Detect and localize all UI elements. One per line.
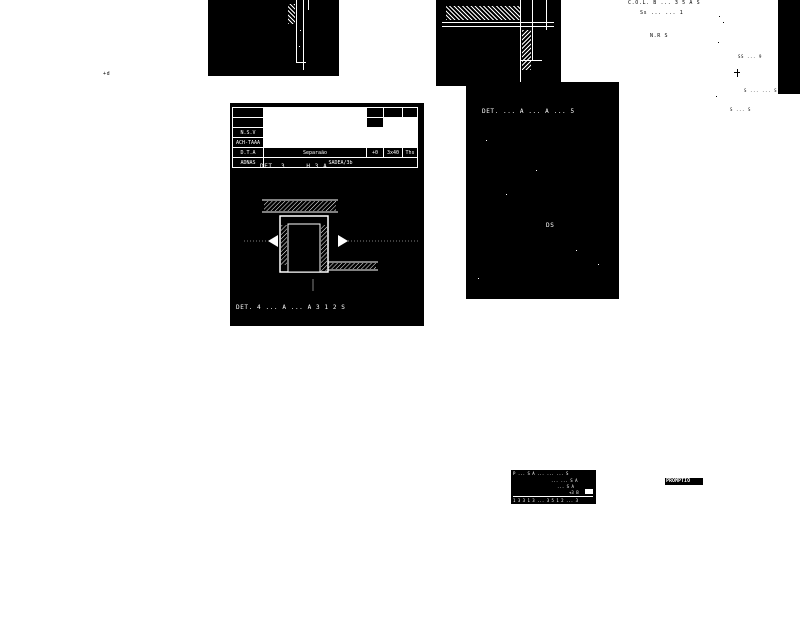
legend-line: ... ... S A: [551, 478, 578, 483]
detail-drawing-top-left: [208, 0, 339, 76]
note-line: C.O.L. B ... 3 5 A S: [628, 0, 701, 6]
detail-caption-top: DET. 3 ... H 3 A: [260, 163, 328, 170]
table-row: ADNAS SADEA/3b: [232, 157, 418, 168]
right-caption-top: DET. ... A ... A ... 5: [482, 108, 575, 115]
stamp: PROMPTIO: [665, 478, 703, 485]
detail-caption-bottom: DET. 4 ... A ... A 3 1 2 S: [236, 304, 346, 311]
hatched-slab: [264, 201, 336, 211]
arrow-left: [268, 235, 278, 247]
wall-line: [546, 0, 547, 30]
ledge: [328, 263, 376, 269]
wall-line: [532, 0, 533, 60]
legend-rule: [513, 496, 593, 497]
stamp-text: PROMPTIO: [666, 478, 691, 484]
edge-bar: [778, 0, 800, 94]
wall-line: [296, 62, 306, 63]
wall-line: [442, 22, 554, 23]
note-line: SS ... 9: [738, 54, 763, 59]
section-hatch: [446, 6, 521, 20]
wall-line: [442, 26, 554, 27]
legend-swatch: [585, 489, 593, 494]
section-detail-drawing: [244, 199, 420, 291]
cross-mark: [737, 69, 738, 77]
wall-line: [520, 0, 521, 86]
hatched-wall: [321, 225, 327, 271]
wall-line: [296, 0, 297, 62]
hatched-wall: [281, 225, 287, 265]
beam-inner: [287, 223, 321, 273]
legend-line: ... S A: [557, 484, 574, 489]
note-line: S ... ... S: [744, 88, 778, 93]
wall-line: [520, 60, 542, 61]
section-hatch: [522, 30, 531, 70]
note-line: N.R S: [650, 33, 669, 39]
detail-sheet-main: N.S.V ACH-TAAA D.T.A Separaão +0 3x40 Th…: [230, 103, 424, 326]
note-line: S ... S: [730, 107, 752, 112]
legend-line: +3 B: [569, 490, 579, 495]
wall-line: [308, 0, 309, 10]
detail-sheet-right: DET. ... A ... A ... 5 DS: [466, 82, 619, 299]
right-caption-mid: DS: [546, 222, 555, 229]
section-hatch: [288, 4, 295, 24]
legend-line: P ... S A ... ... ... S: [513, 471, 569, 476]
detail-drawing-top-center: [436, 0, 561, 86]
note-line: Ss ... ... 1: [640, 10, 684, 16]
table-row: [232, 117, 418, 128]
legend-line: 1 3 3 1 3 ... 3 5 1 2 ... 3: [513, 498, 579, 503]
legend-box: P ... S A ... ... ... S ... ... S A ... …: [511, 470, 596, 504]
wall-line: [303, 0, 304, 70]
arrow-right: [338, 235, 348, 247]
spec-table: N.S.V ACH-TAAA D.T.A Separaão +0 3x40 Th…: [232, 107, 418, 168]
left-mark: +d: [103, 71, 111, 77]
table-row: ACH-TAAA: [232, 137, 418, 148]
